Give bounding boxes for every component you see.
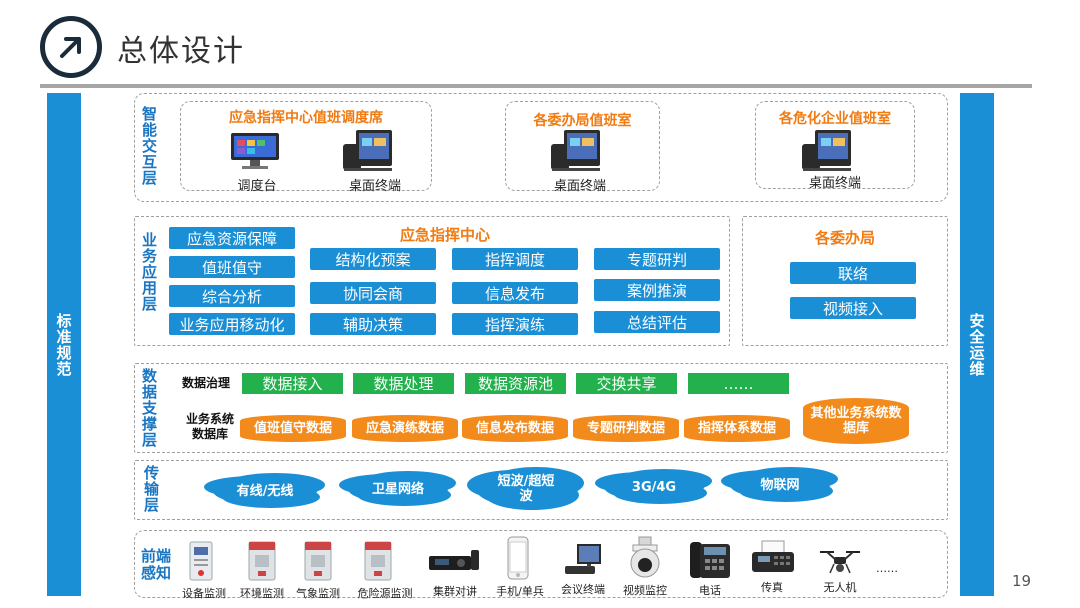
device-label: 桌面终端 bbox=[348, 179, 401, 194]
app-btn-liaison[interactable]: 联络 bbox=[790, 262, 916, 284]
logo-arrow-icon bbox=[40, 16, 102, 78]
gov-item-resource-pool[interactable]: 数据资源池 bbox=[465, 373, 566, 394]
center-title: 应急指挥中心 bbox=[399, 226, 490, 244]
gov-item-processing[interactable]: 数据处理 bbox=[353, 373, 454, 394]
desktop-terminal-icon bbox=[799, 128, 853, 172]
device-hazard-monitor-icon bbox=[362, 540, 394, 582]
transport-layer-label: 传输层 bbox=[142, 465, 160, 513]
transport-layer bbox=[134, 460, 948, 520]
business-layer-bureau bbox=[742, 216, 948, 346]
device-monitor-box-icon bbox=[186, 540, 216, 582]
sensing-device-label: 手机/单兵 bbox=[496, 585, 544, 598]
interaction-layer bbox=[134, 93, 948, 202]
left-sidebar-standards: 标准规范 bbox=[47, 93, 81, 596]
app-btn-decision-support[interactable]: 辅助决策 bbox=[310, 313, 436, 335]
gov-item-more[interactable]: …… bbox=[688, 373, 789, 394]
sensing-device-label: 视频监控 bbox=[623, 584, 667, 597]
device-label: 调度台 bbox=[237, 179, 277, 194]
device-weather-monitor-icon bbox=[302, 540, 334, 582]
app-btn-duty[interactable]: 值班值守 bbox=[169, 256, 295, 278]
sensing-device-label: 电话 bbox=[699, 584, 721, 597]
group-command-center-desk bbox=[180, 101, 432, 191]
group-title: 应急指挥中心值班调度席 bbox=[229, 110, 383, 126]
governance-label: 数据治理 bbox=[182, 376, 231, 390]
sensing-device-label: 传真 bbox=[761, 581, 783, 594]
radio-intercom-icon bbox=[425, 548, 483, 574]
db-label: 业务系统 数据库 bbox=[182, 412, 238, 442]
device-label: 桌面终端 bbox=[553, 179, 606, 194]
group-title: 各委办局值班室 bbox=[533, 113, 632, 129]
sensing-device-label: 设备监测 bbox=[182, 587, 226, 600]
conference-terminal-icon bbox=[563, 542, 603, 578]
business-layer-main bbox=[134, 216, 730, 346]
cloud-wired-wireless: 有线/无线 bbox=[213, 477, 317, 505]
sensing-more: …… bbox=[876, 562, 898, 575]
app-btn-resource-guarantee[interactable]: 应急资源保障 bbox=[169, 227, 295, 249]
drone-icon bbox=[816, 548, 864, 574]
app-btn-analysis[interactable]: 综合分析 bbox=[169, 285, 295, 307]
sensing-device-label: 无人机 bbox=[823, 581, 857, 594]
cloud-iot: 物联网 bbox=[730, 471, 830, 499]
console-monitor-icon bbox=[228, 132, 282, 170]
device-label: 桌面终端 bbox=[808, 176, 861, 191]
gov-item-exchange[interactable]: 交换共享 bbox=[576, 373, 677, 394]
cloud-shortwave: 短波/超短波 bbox=[476, 471, 576, 507]
right-sidebar-operations: 安全运维 bbox=[960, 93, 994, 596]
cloud-3g-4g: 3G/4G bbox=[604, 473, 704, 501]
app-btn-info-release[interactable]: 信息发布 bbox=[452, 282, 578, 304]
app-btn-video-access[interactable]: 视频接入 bbox=[790, 297, 916, 319]
desktop-terminal-icon bbox=[548, 128, 602, 172]
business-layer-label: 业务应用层 bbox=[140, 232, 158, 312]
fax-machine-icon bbox=[750, 540, 796, 576]
cloud-satellite: 卫星网络 bbox=[348, 475, 448, 503]
right-sidebar-label: 安全运维 bbox=[967, 312, 986, 377]
left-sidebar-label: 标准规范 bbox=[54, 312, 73, 377]
page-title: 总体设计 bbox=[117, 34, 245, 69]
app-btn-case-simulation[interactable]: 案例推演 bbox=[594, 279, 720, 301]
db-command-system-data[interactable]: 指挥体系数据 bbox=[684, 415, 790, 442]
device-env-monitor-icon bbox=[246, 540, 278, 582]
app-btn-command-drill[interactable]: 指挥演练 bbox=[452, 313, 578, 335]
group-title: 各危化企业值班室 bbox=[779, 111, 891, 127]
header-divider bbox=[40, 84, 1032, 88]
page-number: 19 bbox=[1012, 572, 1032, 590]
app-btn-mobile[interactable]: 业务应用移动化 bbox=[169, 313, 295, 335]
interaction-layer-label: 智能交互层 bbox=[140, 106, 158, 186]
data-layer bbox=[134, 363, 948, 453]
sensing-layer-label: 前端感知 bbox=[141, 547, 172, 582]
db-topic-data[interactable]: 专题研判数据 bbox=[573, 415, 679, 442]
mobile-phone-icon bbox=[505, 536, 531, 580]
app-btn-topic-research[interactable]: 专题研判 bbox=[594, 248, 720, 270]
sensing-device-label: 环境监测 bbox=[240, 587, 284, 600]
sensing-device-label: 气象监测 bbox=[296, 587, 340, 600]
sensing-device-label: 会议终端 bbox=[561, 583, 605, 596]
db-info-release-data[interactable]: 信息发布数据 bbox=[462, 415, 568, 442]
group-chemical-enterprise-duty-room bbox=[755, 101, 915, 189]
db-label-line-2: 数据库 bbox=[191, 427, 228, 441]
db-label-line-1: 业务系统 bbox=[185, 412, 234, 426]
sensing-device-label: 集群对讲 bbox=[433, 585, 477, 598]
desk-phone-icon bbox=[688, 538, 732, 580]
db-drill-data[interactable]: 应急演练数据 bbox=[352, 415, 458, 442]
sensing-layer bbox=[134, 530, 948, 598]
bureau-title: 各委办局 bbox=[814, 229, 875, 247]
app-btn-command-dispatch[interactable]: 指挥调度 bbox=[452, 248, 578, 270]
ptz-camera-icon bbox=[627, 536, 663, 580]
app-btn-structured-plan[interactable]: 结构化预案 bbox=[310, 248, 436, 270]
gov-item-access[interactable]: 数据接入 bbox=[242, 373, 343, 394]
desktop-terminal-icon bbox=[340, 128, 394, 172]
db-other-systems[interactable]: 其他业务系统数据库 bbox=[803, 398, 909, 444]
app-btn-consultation[interactable]: 协同会商 bbox=[310, 282, 436, 304]
sensing-device-label: 危险源监测 bbox=[357, 587, 413, 600]
data-layer-label: 数据支撑层 bbox=[140, 368, 158, 448]
group-bureau-duty-room bbox=[505, 101, 660, 191]
app-btn-summary-evaluation[interactable]: 总结评估 bbox=[594, 311, 720, 333]
db-duty-data[interactable]: 值班值守数据 bbox=[240, 415, 346, 442]
